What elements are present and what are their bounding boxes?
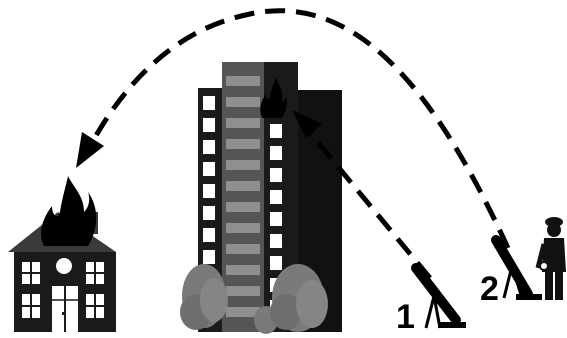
flame-icon xyxy=(41,176,96,246)
floor-band xyxy=(226,244,260,254)
floor-band xyxy=(226,181,260,191)
window xyxy=(203,250,215,264)
window xyxy=(203,184,215,198)
window xyxy=(203,118,215,132)
floor-band xyxy=(226,286,260,296)
window xyxy=(270,168,282,182)
firefighter-icon xyxy=(538,217,566,300)
floor-band xyxy=(226,118,260,128)
floor-band xyxy=(226,202,260,212)
window xyxy=(203,162,215,176)
floor-band xyxy=(226,223,260,233)
floor-band xyxy=(226,160,260,170)
floor-band xyxy=(226,97,260,107)
window xyxy=(203,96,215,110)
window xyxy=(270,124,282,138)
window xyxy=(270,212,282,226)
window xyxy=(270,234,282,248)
launcher-1-label: 1 xyxy=(396,298,415,336)
window xyxy=(203,206,215,220)
floor-band xyxy=(226,265,260,275)
mortar-launcher-icon xyxy=(496,240,542,300)
floor-band xyxy=(226,139,260,149)
window xyxy=(270,190,282,204)
floor-band xyxy=(226,76,260,86)
mortar-launcher-icon xyxy=(416,268,466,328)
window xyxy=(270,256,282,270)
arrow-icon xyxy=(76,132,104,168)
window xyxy=(203,228,215,242)
window xyxy=(203,140,215,154)
window xyxy=(270,146,282,160)
launcher-2-label: 2 xyxy=(480,270,499,308)
